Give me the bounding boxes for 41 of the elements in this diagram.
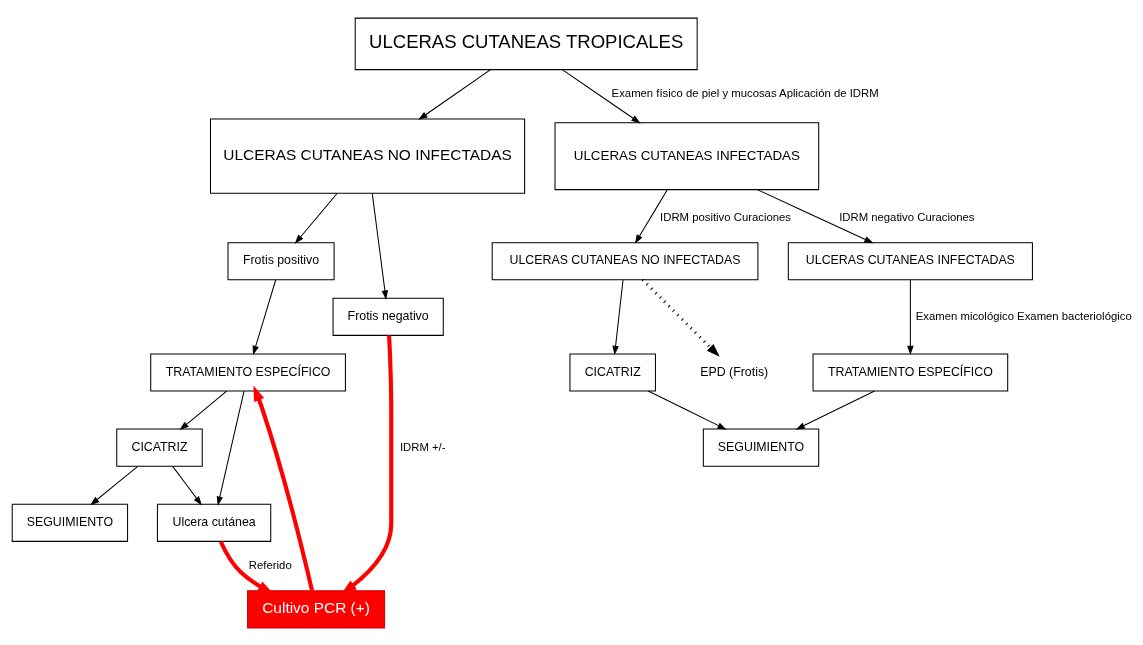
arrow [561,68,641,123]
arrow [172,465,202,505]
arrow [795,389,876,430]
node-box: Frotis positivo [227,241,335,280]
node-box: SEGUIMIENTO [702,428,820,467]
arrow [907,278,914,355]
arrow [647,389,727,430]
node-box: SEGUIMIENTO [11,503,129,542]
arrow [634,188,668,244]
node-box: TRATAMIENTO ESPECÍFICO [812,352,1009,391]
node-box: CICATRIZ [116,428,203,467]
edge-label: Examen físico de piel y mucosas Aplicación de IDRM [611,86,879,99]
arrow [341,334,394,594]
arrow [216,390,245,506]
node-box: Cultivo PCR (+) [247,589,386,628]
edge-label: Examen micológico Examen bacteriológico [915,309,1132,322]
arrow [418,68,492,120]
node-box: Ulcera cutánea [156,503,272,542]
node-box: TRATAMIENTO ESPECÍFICO [150,352,346,391]
arrow [252,278,277,355]
node-box: ULCERAS CUTANEAS TROPICALES [354,17,698,70]
arrow [612,278,624,355]
node-box: ULCERAS CUTANEAS INFECTADAS [787,241,1033,280]
arrow [253,385,314,591]
arrow [218,540,274,594]
edge-label: IDRM positivo Curaciones [660,210,792,223]
node-box: Frotis negativo [332,297,444,336]
arrow [179,390,228,430]
edge-label: IDRM negativo Curaciones [839,210,975,223]
node-box: CICATRIZ [569,352,656,391]
arrow [756,188,874,243]
node-box: ULCERAS CUTANEAS NO INFECTADAS [491,241,759,280]
node-box: ULCERAS CUTANEAS INFECTADAS [554,121,820,190]
edge-label: IDRM +/- [399,440,446,453]
node-text: EPD (Frotis) [700,364,769,379]
edge-label: Referido [248,558,292,571]
arrow [90,465,139,505]
arrow [371,192,389,300]
arrow [641,278,720,357]
arrow [294,192,338,244]
node-box: ULCERAS CUTANEAS NO INFECTADAS [209,118,526,194]
